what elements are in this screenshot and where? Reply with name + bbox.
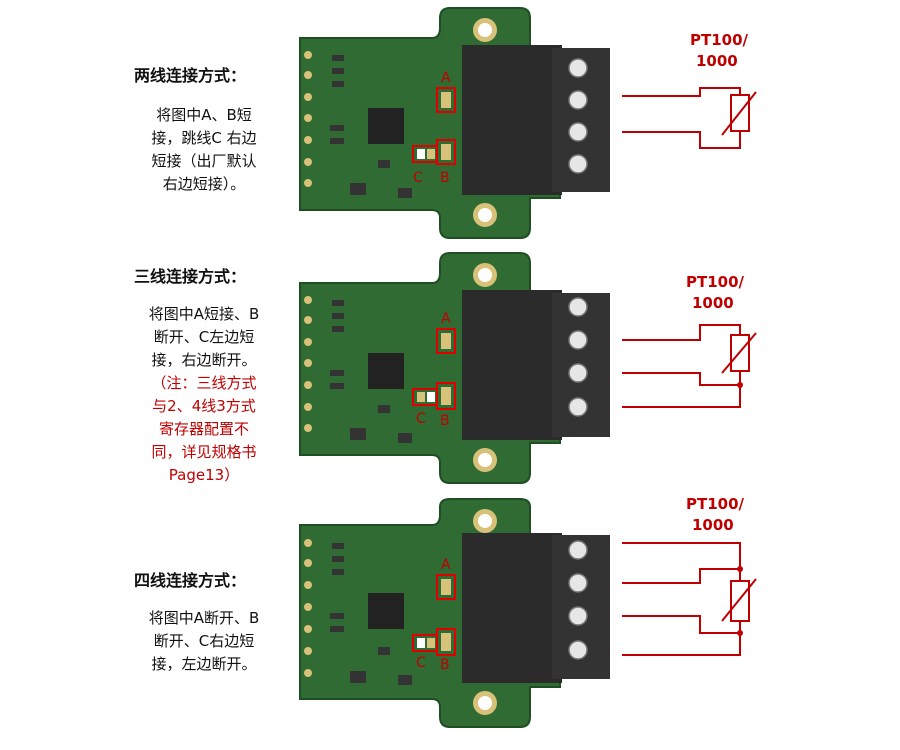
- instruction-line: 断开、C左边短: [153, 328, 255, 346]
- terminal-block: [462, 45, 562, 195]
- instruction-line: 接，左边断开。: [151, 655, 257, 673]
- section-two-wire: 两线连接方式： 将图中A、B短 接，跳线C 右边 短接（出厂默认 右边短接）。 …: [0, 0, 900, 245]
- note-line: 与2、4线3方式: [152, 397, 256, 415]
- instruction-text: 将图中A、B短 接，跳线C 右边 短接（出厂默认 右边短接）。: [118, 104, 290, 196]
- section-three-wire: 三线连接方式： 将图中A短接、B 断开、C左边短 接，右边断开。 （注：三线方式…: [0, 245, 900, 490]
- sensor-wiring: [622, 87, 741, 149]
- note-line: 同，详见规格书: [151, 443, 257, 461]
- terminal-screws: [568, 58, 588, 174]
- header-pins: [304, 296, 312, 432]
- chip-ic: [368, 353, 404, 389]
- sensor-wiring: [622, 542, 741, 656]
- sensor-label: 1000: [692, 516, 734, 534]
- instruction-text: 将图中A断开、B 断开、C右边短 接，左边断开。: [118, 607, 290, 676]
- sensor-label: PT100/: [690, 31, 749, 49]
- instruction-line: 接，右边断开。: [151, 351, 257, 369]
- jumper-b-label: B: [440, 170, 450, 186]
- jumper-c-box: [412, 634, 438, 652]
- jumper-a-label: A: [441, 557, 451, 573]
- terminal-screws: [568, 297, 588, 417]
- section-four-wire: 四线连接方式： 将图中A断开、B 断开、C右边短 接，左边断开。 A C B: [0, 495, 900, 740]
- header-pins: [304, 539, 312, 677]
- instruction-line: 将图中A短接、B: [148, 305, 260, 323]
- terminal-block: [462, 290, 562, 440]
- jumper-a-box: [436, 87, 456, 113]
- terminal-screws: [568, 540, 588, 660]
- rtd-resistor: [730, 580, 750, 622]
- jumper-a-label: A: [441, 70, 451, 86]
- jumper-b-label: B: [440, 657, 450, 673]
- note-line: 寄存器配置不: [158, 420, 249, 438]
- instruction-line: 接，跳线C 右边: [151, 129, 257, 147]
- board-diagram: A C B PT100/ 1000: [299, 7, 757, 239]
- sensor-wiring: [622, 324, 741, 408]
- instruction-line: 短接（出厂默认: [151, 152, 257, 170]
- section-title: 四线连接方式：: [134, 571, 247, 590]
- board-diagram: A C B PT100/ 1000: [299, 495, 757, 728]
- jumper-b-label: B: [440, 413, 450, 429]
- jumper-c-label: C: [416, 411, 426, 427]
- jumper-c-label: C: [413, 170, 423, 186]
- jumper-a-box: [436, 328, 456, 354]
- chip-ic: [368, 108, 404, 144]
- section-title: 两线连接方式：: [134, 66, 247, 85]
- jumper-c-box: [412, 145, 438, 163]
- section-title: 三线连接方式：: [134, 267, 247, 286]
- jumper-a-label: A: [441, 311, 451, 327]
- instruction-text: 将图中A短接、B 断开、C左边短 接，右边断开。 （注：三线方式 与2、4线3方…: [118, 303, 290, 487]
- board-diagram: A C B PT100/ 1000: [299, 252, 757, 484]
- jumper-a-box: [436, 574, 456, 600]
- instruction-line: 右边短接）。: [162, 175, 246, 193]
- sensor-label: PT100/: [686, 495, 745, 513]
- note-line: Page13）: [168, 466, 240, 484]
- instruction-line: 将图中A断开、B: [148, 609, 260, 627]
- chip-ic: [368, 593, 404, 629]
- sensor-label: 1000: [696, 52, 738, 70]
- instruction-line: 将图中A、B短: [156, 106, 252, 124]
- sensor-label: PT100/: [686, 273, 745, 291]
- jumper-c-box: [412, 388, 438, 406]
- sensor-label: 1000: [692, 294, 734, 312]
- header-pins: [304, 51, 312, 187]
- note-line: （注：三线方式: [151, 374, 257, 392]
- terminal-block: [462, 533, 562, 683]
- instruction-line: 断开、C右边短: [153, 632, 255, 650]
- jumper-c-label: C: [416, 655, 426, 671]
